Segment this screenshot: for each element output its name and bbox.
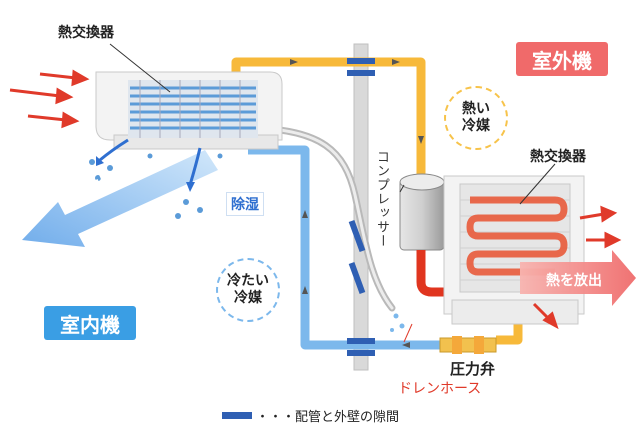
cold-air-arrow xyxy=(22,150,218,247)
drain-hose-label: ドレンホース xyxy=(398,381,482,397)
pressure-valve xyxy=(439,337,497,353)
pressure-valve-label: 圧力弁 xyxy=(450,360,496,378)
wall-gap-marker xyxy=(347,350,375,356)
outdoor-coil xyxy=(466,196,568,276)
compressor xyxy=(399,173,445,251)
compressor-leader xyxy=(399,184,405,193)
heat-release-label: 熱を放出 xyxy=(546,273,602,289)
outdoor-heat-exchanger-label: 熱交換器 xyxy=(530,149,586,165)
drain-leader xyxy=(403,323,413,343)
wall-gap-marker xyxy=(347,338,375,344)
dehumidify-label: 除湿 xyxy=(226,192,264,216)
heat-out-arrows xyxy=(532,205,622,330)
outdoor-unit-body xyxy=(443,175,585,325)
warm-air-arrows xyxy=(9,69,90,129)
wall-gap-marker xyxy=(347,58,375,64)
indoor-unit-body xyxy=(95,71,283,150)
outdoor-unit-label: 室外機 xyxy=(532,48,592,73)
cold-refrigerant-badge: 冷たい 冷媒 xyxy=(216,258,280,322)
outdoor-hx-leader xyxy=(519,163,556,205)
indoor-unit-tag: 室内機 xyxy=(44,306,136,340)
cold-refrigerant-line1: 冷たい xyxy=(227,273,269,289)
dehumidify-arrows xyxy=(99,138,202,186)
indoor-heat-exchanger-label: 熱交換器 xyxy=(58,25,114,41)
wall-gap-marker xyxy=(348,219,366,253)
legend-swatch xyxy=(222,412,252,419)
compressor-to-hx xyxy=(416,250,456,297)
water-droplets xyxy=(89,153,223,219)
compressor-label: コンプレッサー xyxy=(374,150,389,248)
hot-refrigerant-line2: 冷媒 xyxy=(462,118,490,134)
indoor-unit-label: 室内機 xyxy=(60,312,120,337)
hot-refrigerant-line1: 熱い xyxy=(462,101,490,117)
cold-refrigerant-pipe xyxy=(248,145,440,350)
outdoor-unit-tag: 室外機 xyxy=(516,42,608,76)
wall-gap-marker xyxy=(347,70,375,76)
cold-refrigerant-line2: 冷媒 xyxy=(234,290,262,306)
wall-gap-marker xyxy=(348,261,366,295)
hot-refrigerant-badge: 熱い 冷媒 xyxy=(444,86,508,150)
heat-release-arrow xyxy=(520,250,636,306)
indoor-hx-leader xyxy=(109,43,171,93)
legend-text: ・・・配管と外壁の隙間 xyxy=(256,410,400,425)
